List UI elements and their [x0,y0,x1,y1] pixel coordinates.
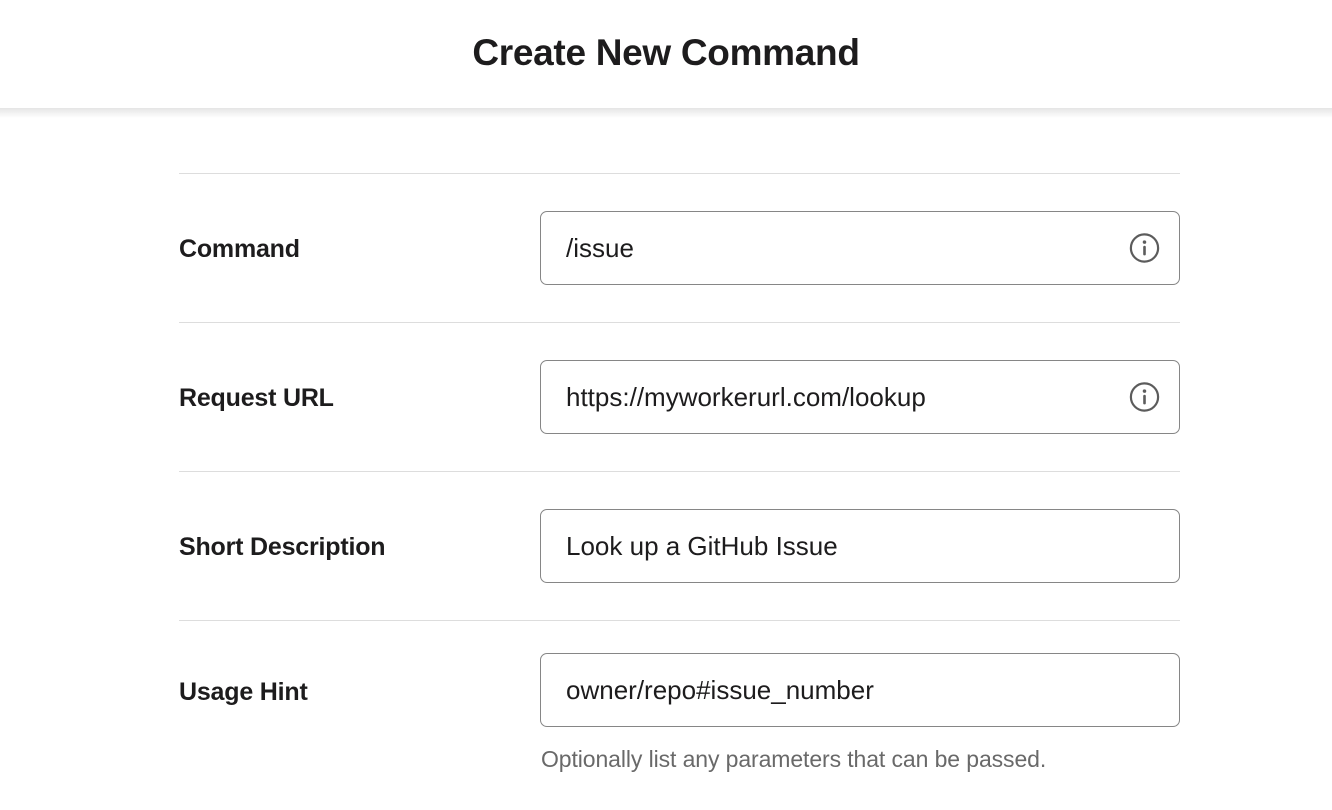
field-label-command: Command [179,235,300,263]
short-description-input[interactable] [540,509,1180,583]
divider-after-request-url [179,471,1180,472]
divider-after-short-description [179,620,1180,621]
usage-hint-input[interactable] [540,653,1180,727]
form-row-request-url: Request URL [179,323,1180,471]
request-url-input[interactable] [540,360,1180,434]
divider-after-command [179,322,1180,323]
usage-hint-helper-text: Optionally list any parameters that can … [541,746,1047,772]
page-header: Create New Command [0,0,1332,118]
info-icon[interactable] [1129,382,1160,413]
form-row-command: Command [179,174,1180,322]
field-label-usage-hint: Usage Hint [179,678,308,706]
form-row-usage-hint: Usage Hint Optionally list any parameter… [179,621,1180,774]
command-form: Command Request URL [0,108,1332,774]
divider-top [179,173,1180,174]
field-label-short-description: Short Description [179,533,386,561]
field-label-request-url: Request URL [179,384,334,412]
form-row-short-description: Short Description [179,472,1180,620]
command-input[interactable] [540,211,1180,285]
page-title: Create New Command [472,31,860,73]
info-icon[interactable] [1129,233,1160,264]
